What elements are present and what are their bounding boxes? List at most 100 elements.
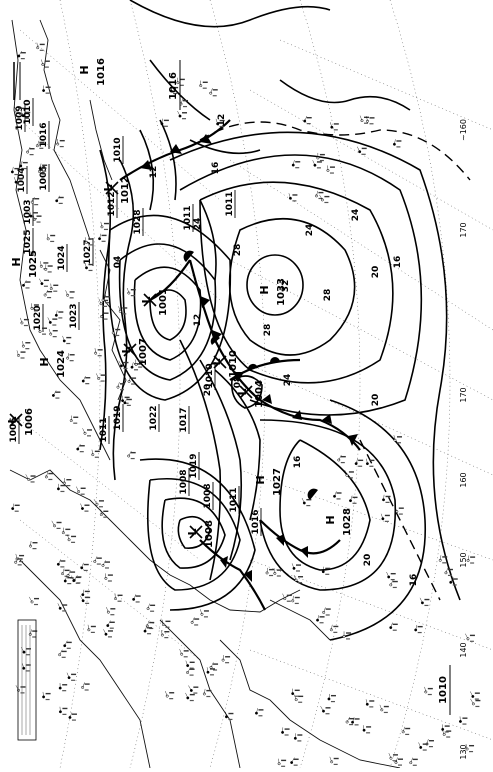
station-plot [96,373,105,381]
station-plot [290,758,298,766]
station-plot [200,81,208,89]
isobar-28-h1 [230,219,355,355]
isobar-20-h1 [180,155,421,415]
station-plot [22,341,30,349]
station-plot [366,459,374,467]
isobar-value-label: 20 [371,394,381,407]
isobar-value-label: 24 [193,218,203,231]
center-pressure-value: 1016 [96,58,107,86]
station-plot [180,649,189,657]
station-plot [278,759,286,767]
isobar-top-1 [130,0,330,27]
station-plot [380,705,389,713]
station-plot [222,655,230,663]
station-plot [191,617,199,625]
pressure-number: 1006 [9,417,19,442]
station-plot [426,739,434,747]
station-plot [77,444,85,452]
isobar-left-4 [160,120,176,200]
longitude-label: 170 [459,222,468,237]
station-plot [48,317,58,325]
station-plot [11,504,19,512]
station-plot [63,336,72,344]
edge-label-bottom-right: 1010 [438,676,449,704]
isobar-value-label: 24 [351,209,361,222]
center-pressure-value: 1028 [342,508,353,536]
station-plot [357,147,366,155]
station-plot [200,609,209,617]
station-plot [22,663,30,671]
high-pressure-letter: H [258,285,271,294]
station-plot [80,596,90,604]
station-plot [83,428,92,436]
isobar-value-label: 24 [305,224,315,237]
station-plot [419,742,428,750]
station-plot [57,559,65,567]
station-plot [322,607,330,615]
pressure-number: 1004 [17,167,27,192]
station-plot [114,594,122,602]
station-plot [366,699,374,707]
station-plot [100,312,108,320]
station-plot [119,306,128,314]
pressure-number: 1016 [39,122,49,147]
station-plot [387,572,396,580]
station-plot [22,280,30,288]
station-plot [355,459,363,467]
station-plot [64,641,72,649]
station-plot [124,398,132,406]
isobar-32 [247,255,303,315]
isobar-value-label: 28 [263,324,273,337]
pressure-number: 1027 [83,239,93,264]
isobar-value-label: 16 [293,456,303,469]
station-plot [292,689,300,697]
center-pressure-value: 1001 [158,288,169,316]
station-plot [81,563,89,571]
station-plot [81,682,89,690]
station-plot [88,625,96,633]
edge-label-top-right: 1016 [168,72,179,100]
station-plot [442,729,451,737]
center-pressure-value: 1006 [24,408,35,436]
station-plot [50,284,58,292]
station-plot [470,691,480,699]
center-pressure-value: 1004 [254,380,265,408]
station-plot [29,597,39,605]
longitude-label: 140 [459,642,468,657]
station-plot [327,165,335,173]
station-plot [40,261,48,269]
pressure-number: 1008 [203,483,213,508]
station-plot [292,563,301,571]
station-plot [289,193,298,201]
station-plot [330,122,339,130]
pressure-number: 1028 [133,209,143,234]
legend-box [18,620,36,740]
station-plot [107,621,115,629]
isobar-value-label: 32 [281,280,291,293]
station-plot [82,590,90,598]
station-plot [29,541,37,549]
station-plot [207,667,215,675]
station-plot [292,160,300,168]
station-plot [59,707,67,715]
station-plot [132,594,140,602]
station-plot [322,567,330,575]
station-plot [64,576,72,584]
station-plot [49,329,58,337]
longitude-label: ~160 [459,119,468,141]
pressure-number: 1023 [69,303,79,328]
station-plot [414,625,422,633]
station-plot [67,673,76,681]
station-plot [185,693,194,701]
station-plot [161,630,169,638]
station-plot [304,116,312,124]
station-plot [328,694,336,702]
station-plot [18,51,26,59]
station-plot [16,554,24,562]
